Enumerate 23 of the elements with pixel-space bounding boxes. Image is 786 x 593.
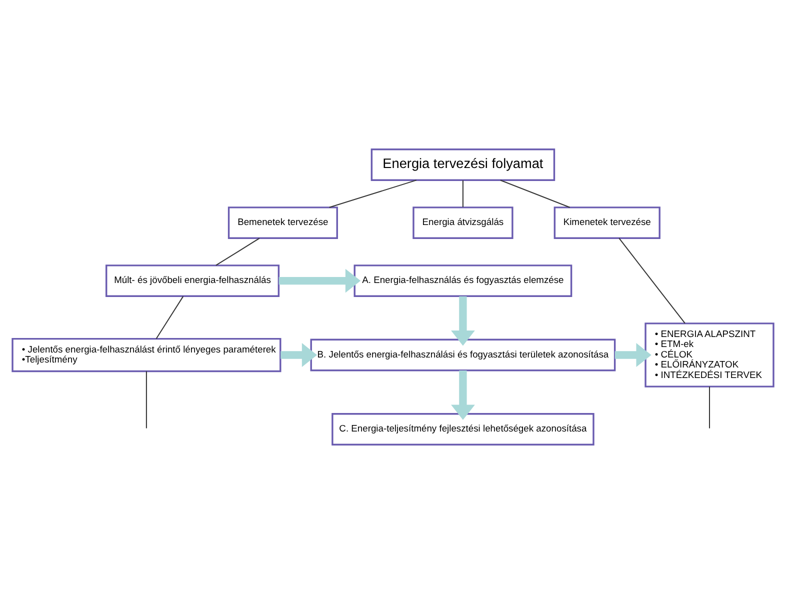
arrow [280, 342, 318, 366]
node-box: B. Jelentős energia-felhasználási és fogyasztási területek azonosítása [310, 338, 616, 371]
node-box: Kimenetek tervezése [554, 206, 660, 238]
node-box: Energia tervezési folyamat [370, 148, 556, 180]
connector [329, 179, 417, 208]
node-box: Múlt- és jövőbeli energia-felhasználás [106, 264, 280, 296]
connector [500, 179, 570, 208]
arrow [614, 342, 652, 366]
arrow [278, 268, 361, 292]
node-box: • Jelentős energia-felhasználást érintő lényeges paraméterek •Teljesítmény [12, 337, 282, 372]
arrow [451, 370, 475, 420]
connector [709, 386, 710, 428]
connector [216, 237, 260, 266]
node-box: Bemenetek tervezése [228, 206, 338, 238]
connector [618, 237, 686, 324]
node-box: C. Energia-teljesítmény fejlesztési lehetőségek azonosítása [332, 412, 594, 445]
node-box: A. Energia-felhasználás és fogyasztás elemzése [354, 264, 572, 296]
connector [146, 370, 147, 428]
connector [156, 296, 184, 339]
node-box: • ENERGIA ALAPSZINT • ETM-ek • CÉLOK • ELŐIRÁNYZATOK • INTÉZKEDÉSI TERVEK [644, 322, 774, 387]
node-box: Energia átvizsgálás [412, 206, 514, 238]
connector [462, 180, 464, 207]
arrow [451, 296, 475, 346]
